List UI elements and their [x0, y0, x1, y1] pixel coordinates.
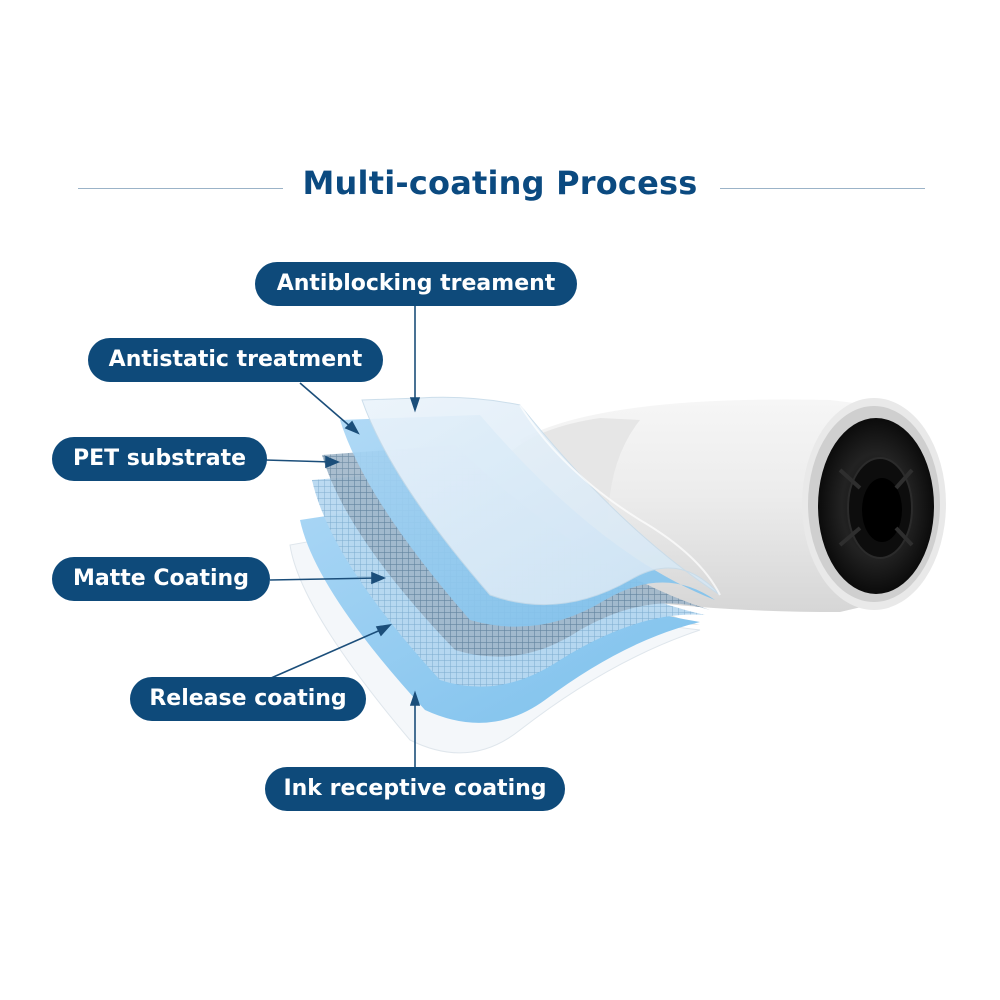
label-antistatic-treatment: Antistatic treatment [88, 338, 383, 382]
label-ink-receptive-coating: Ink receptive coating [265, 767, 565, 811]
title-rule-left [78, 188, 283, 189]
title-rule-right [720, 188, 925, 189]
film-layers [289, 396, 721, 754]
diagram-title: Multi-coating Process [302, 164, 698, 202]
label-matte-coating: Matte Coating [52, 557, 270, 601]
label-pet-substrate: PET substrate [52, 437, 267, 481]
label-release-coating: Release coating [130, 677, 366, 721]
roll-end-cap [802, 398, 946, 610]
label-antiblocking-treatment: Antiblocking treament [255, 262, 577, 306]
layer-antiblocking [361, 396, 721, 606]
pointer-lines [261, 306, 421, 768]
